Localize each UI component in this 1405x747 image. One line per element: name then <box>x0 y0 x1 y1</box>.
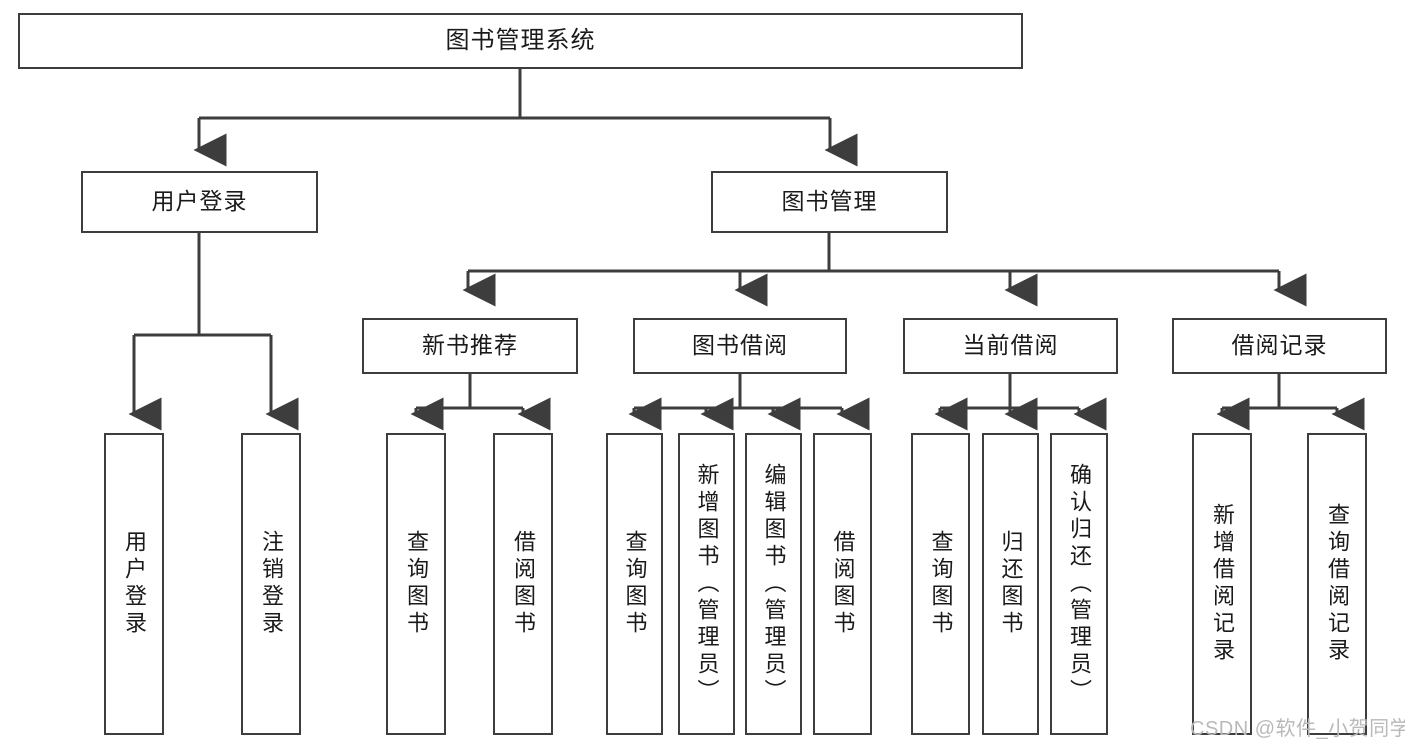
leaf-borrow-record-add[interactable]: 新增借阅记录 <box>1192 433 1252 735</box>
node-label: 用户登录 <box>151 188 248 215</box>
node-label: 查询借阅记录 <box>1324 503 1350 665</box>
leaf-current-borrow-query[interactable]: 查询图书 <box>911 433 970 735</box>
leaf-current-borrow-confirm[interactable]: 确认归还（管理员） <box>1050 433 1108 735</box>
node-label: 借阅图书 <box>510 530 536 638</box>
node-new-book-recommend[interactable]: 新书推荐 <box>362 318 578 374</box>
node-label: 图书借阅 <box>692 332 788 359</box>
node-label: 新增借阅记录 <box>1209 503 1235 665</box>
node-label: 查询图书 <box>403 530 429 638</box>
node-label: 查询图书 <box>622 530 648 638</box>
leaf-book-borrow-edit[interactable]: 编辑图书（管理员） <box>745 433 802 735</box>
node-book-borrow[interactable]: 图书借阅 <box>633 318 847 374</box>
leaf-book-borrow-borrow[interactable]: 借阅图书 <box>813 433 872 735</box>
node-label: 借阅记录 <box>1231 332 1328 359</box>
leaf-user-login-logout[interactable]: 注销登录 <box>241 433 301 735</box>
node-label: 新增图书（管理员） <box>694 462 720 706</box>
node-label: 新书推荐 <box>422 332 518 359</box>
leaf-book-borrow-query[interactable]: 查询图书 <box>606 433 663 735</box>
node-label: 图书管理系统 <box>445 26 596 54</box>
node-label: 查询图书 <box>928 530 954 638</box>
watermark-text: CSDN @软件_小贺同学 <box>1190 718 1405 740</box>
leaf-book-borrow-add[interactable]: 新增图书（管理员） <box>678 433 735 735</box>
node-label: 图书管理 <box>781 188 878 215</box>
leaf-current-borrow-return[interactable]: 归还图书 <box>982 433 1039 735</box>
node-root-system[interactable]: 图书管理系统 <box>18 13 1023 69</box>
leaf-borrow-record-query[interactable]: 查询借阅记录 <box>1307 433 1367 735</box>
node-label: 确认归还（管理员） <box>1066 462 1092 706</box>
node-label: 注销登录 <box>258 530 284 638</box>
node-label: 归还图书 <box>998 530 1024 638</box>
node-current-borrow[interactable]: 当前借阅 <box>903 318 1118 374</box>
node-label: 编辑图书（管理员） <box>761 462 787 706</box>
node-label: 借阅图书 <box>830 530 856 638</box>
node-book-management[interactable]: 图书管理 <box>711 171 948 233</box>
leaf-new-book-borrow[interactable]: 借阅图书 <box>493 433 553 735</box>
node-label: 当前借阅 <box>962 332 1059 359</box>
node-label: 用户登录 <box>121 530 147 638</box>
node-borrow-record[interactable]: 借阅记录 <box>1172 318 1387 374</box>
leaf-new-book-query[interactable]: 查询图书 <box>386 433 446 735</box>
node-user-login[interactable]: 用户登录 <box>81 171 318 233</box>
leaf-user-login-login[interactable]: 用户登录 <box>104 433 164 735</box>
